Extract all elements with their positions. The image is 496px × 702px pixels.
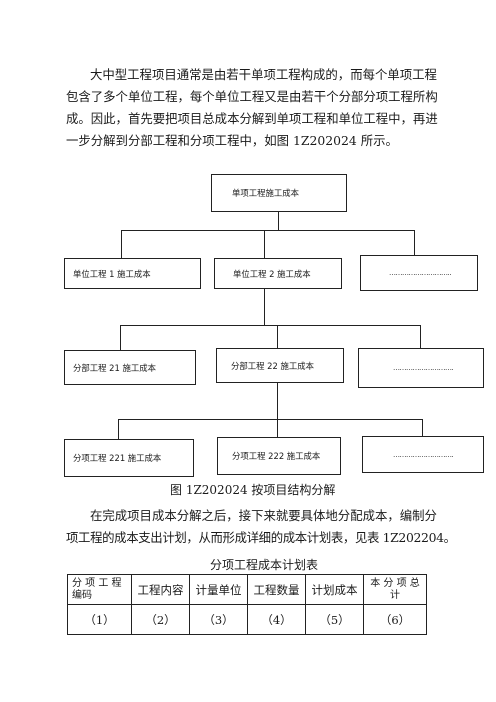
intro-paragraph: 大中型工程项目通常是由若干单项工程构成的，而每个单项工程 包含了多个单位工程，每… — [66, 64, 438, 152]
table-header-row: 分 项 工 程 编码 工程内容 计量单位 工程数量 计划成本 本 分 项 总 计 — [67, 574, 427, 605]
allocation-line-2: 项工程的成本支出计划，从而形成详细的成本计划表，见表 1Z202204。 — [66, 530, 456, 545]
level2-node-label: ………………………. — [393, 364, 454, 372]
intro-line-1: 大中型工程项目通常是由若干单项工程构成的，而每个单项工程 — [90, 67, 437, 82]
level2-node-3: ………………………. — [358, 348, 484, 388]
header-cell: 本 分 项 总 计 — [363, 574, 427, 605]
level3-node-label: 分项工程 222 施工成本 — [232, 451, 321, 461]
table-cell: （1） — [67, 604, 132, 635]
connector — [121, 230, 414, 231]
connector — [277, 383, 278, 419]
level3-node-1: 分项工程 221 施工成本 — [64, 439, 194, 477]
header-cell: 工程数量 — [247, 574, 306, 605]
connector — [120, 325, 121, 350]
figure-caption: 图 1Z202024 按项目结构分解 — [170, 483, 336, 497]
connector — [264, 289, 265, 325]
root-node-label: 单项工程施工成本 — [232, 188, 299, 198]
level2-node-label: 分部工程 22 施工成本 — [231, 360, 314, 371]
table-cell: （5） — [305, 604, 364, 635]
header-cell: 计量单位 — [189, 574, 248, 605]
level3-node-label: ………………………. — [393, 450, 454, 459]
allocation-paragraph: 在完成项目成本分解之后，接下来就要具体地分配成本，编制分 项工程的成本支出计划，… — [66, 505, 456, 549]
root-node: 单项工程施工成本 — [211, 174, 347, 212]
level2-node-1: 分部工程 21 施工成本 — [64, 350, 196, 385]
level1-node-3: ……………………….. — [360, 255, 478, 291]
header-cell: 计划成本 — [305, 574, 364, 605]
table-cell: （3） — [189, 604, 248, 635]
allocation-line-1: 在完成项目成本分解之后，接下来就要具体地分配成本，编制分 — [90, 508, 437, 523]
connector — [420, 325, 421, 348]
cost-plan-table: 分 项 工 程 编码 工程内容 计量单位 工程数量 计划成本 本 分 项 总 计… — [67, 574, 427, 635]
level1-node-label: 单位工程 1 施工成本 — [73, 268, 151, 279]
connector — [118, 419, 119, 439]
connector — [277, 419, 278, 437]
connector — [414, 230, 415, 258]
level1-node-2: 单位工程 2 施工成本 — [214, 258, 342, 289]
level2-node-2: 分部工程 22 施工成本 — [216, 348, 344, 383]
level3-node-3: ………………………. — [362, 436, 484, 473]
connector — [120, 325, 420, 326]
level1-node-label: 单位工程 2 施工成本 — [233, 268, 311, 279]
table-title: 分项工程成本计划表 — [210, 558, 319, 572]
level2-node-label: 分部工程 21 施工成本 — [73, 362, 156, 373]
level1-node-1: 单位工程 1 施工成本 — [64, 258, 201, 289]
table-cell: （6） — [363, 604, 427, 635]
intro-line-3: 成。因此，首先要把项目总成本分解到单项工程和单位工程中，再进 — [66, 111, 438, 126]
intro-line-4: 一步分解到分部工程和分项工程中，如图 1Z202024 所示。 — [66, 133, 398, 148]
level3-node-label: 分项工程 221 施工成本 — [73, 453, 162, 463]
connector — [278, 212, 279, 230]
level3-node-2: 分项工程 222 施工成本 — [217, 437, 341, 475]
table-row: （1） （2） （3） （4） （5） （6） — [67, 604, 427, 635]
table-cell: （2） — [131, 604, 190, 635]
connector — [277, 325, 278, 348]
header-cell: 分 项 工 程 编码 — [67, 574, 132, 605]
table-cell: （4） — [247, 604, 306, 635]
header-cell: 工程内容 — [131, 574, 190, 605]
connector — [422, 419, 423, 436]
connector — [264, 230, 265, 258]
connector — [118, 419, 422, 420]
connector — [121, 230, 122, 258]
level1-node-label: ……………………….. — [389, 269, 451, 277]
intro-line-2: 包含了多个单位工程，每个单位工程又是由若干个分部分项工程所构 — [66, 89, 438, 104]
